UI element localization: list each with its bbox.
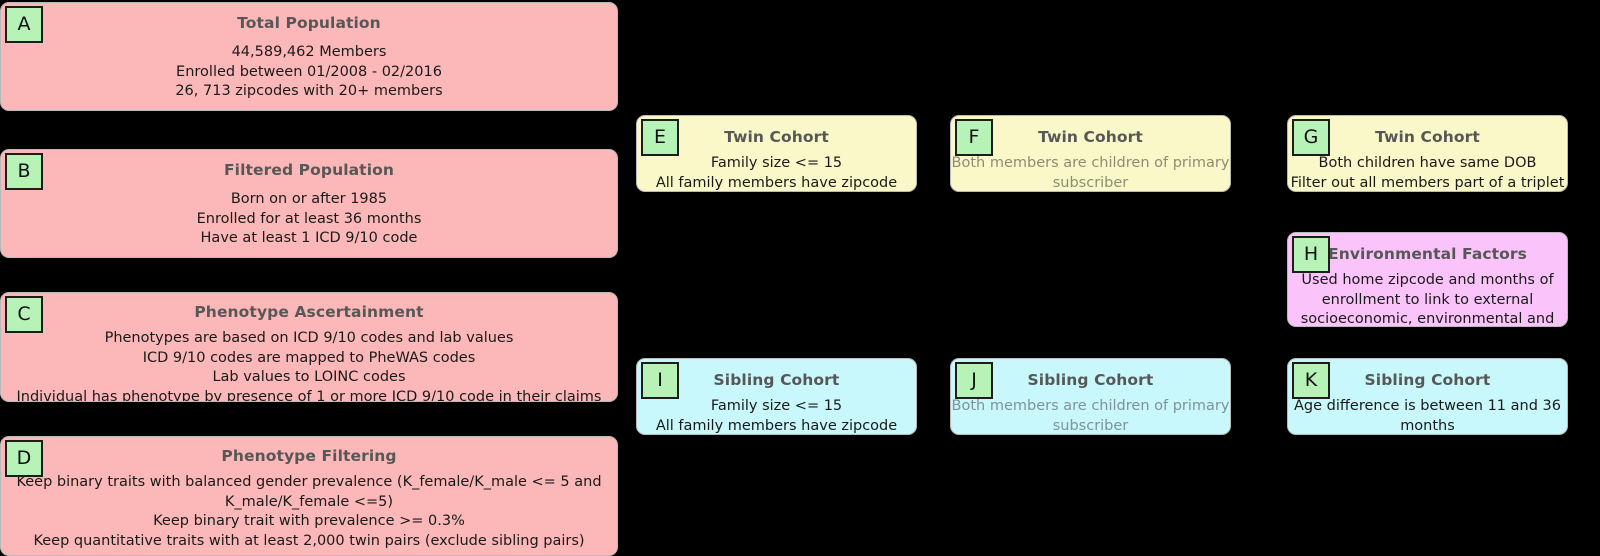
node-title-g: Twin Cohort [1375,128,1480,146]
node-body-i: Family size <= 15 All family members hav… [655,398,898,434]
node-body-g: Both children have same DOB Filter out a… [1290,155,1565,191]
node-badge-d: D [5,440,43,477]
node-title-d: Phenotype Filtering [221,447,397,465]
node-badge-a: A [5,6,43,43]
node-body-j: Both members are children of primary sub… [951,398,1230,434]
node-title-j: Sibling Cohort [1027,371,1154,389]
node-badge-g: G [1292,119,1330,156]
node-badge-i: I [641,362,679,399]
node-body-d: Keep binary traits with balanced gender … [16,474,602,549]
node-body-b: Born on or after 1985 Enrolled for at le… [196,191,422,247]
node-title-h: Environmental Factors [1328,245,1527,263]
node-title-f: Twin Cohort [1038,128,1143,146]
node-body-f: Both members are children of primary sub… [951,155,1230,191]
node-body-c: Phenotypes are based on ICD 9/10 codes a… [16,330,602,402]
node-badge-j: J [955,362,993,399]
node-c-phenotype-ascertainment: C Phenotype Ascertainment Phenotypes are… [0,292,618,402]
node-body-k: Age difference is between 11 and 36 mont… [1294,398,1561,434]
node-title-e: Twin Cohort [724,128,829,146]
node-title-c: Phenotype Ascertainment [194,303,424,321]
node-title-a: Total Population [237,14,381,32]
node-f-twin-cohort: F Twin Cohort Both members are children … [950,115,1231,192]
node-b-filtered-population: B Filtered Population Born on or after 1… [0,149,618,258]
node-title-k: Sibling Cohort [1364,371,1491,389]
node-badge-e: E [641,119,679,156]
node-g-twin-cohort: G Twin Cohort Both children have same DO… [1287,115,1568,192]
node-a-total-population: A Total Population 44,589,462 Members En… [0,2,618,111]
node-title-i: Sibling Cohort [713,371,840,389]
node-badge-b: B [5,153,43,190]
node-body-e: Family size <= 15 All family members hav… [655,155,898,191]
node-badge-f: F [955,119,993,156]
node-i-sibling-cohort: I Sibling Cohort Family size <= 15 All f… [636,358,917,435]
node-h-environmental-factors: H Environmental Factors Used home zipcod… [1287,232,1568,327]
node-body-h: Used home zipcode and months of enrollme… [1300,272,1555,327]
node-d-phenotype-filtering: D Phenotype Filtering Keep binary traits… [0,436,618,556]
node-k-sibling-cohort: K Sibling Cohort Age difference is betwe… [1287,358,1568,435]
node-badge-h: H [1292,236,1330,273]
node-body-a: 44,589,462 Members Enrolled between 01/2… [175,44,443,100]
node-badge-k: K [1292,362,1330,399]
node-e-twin-cohort: E Twin Cohort Family size <= 15 All fami… [636,115,917,192]
node-title-b: Filtered Population [223,161,394,179]
node-j-sibling-cohort: J Sibling Cohort Both members are childr… [950,358,1231,435]
node-badge-c: C [5,296,43,333]
